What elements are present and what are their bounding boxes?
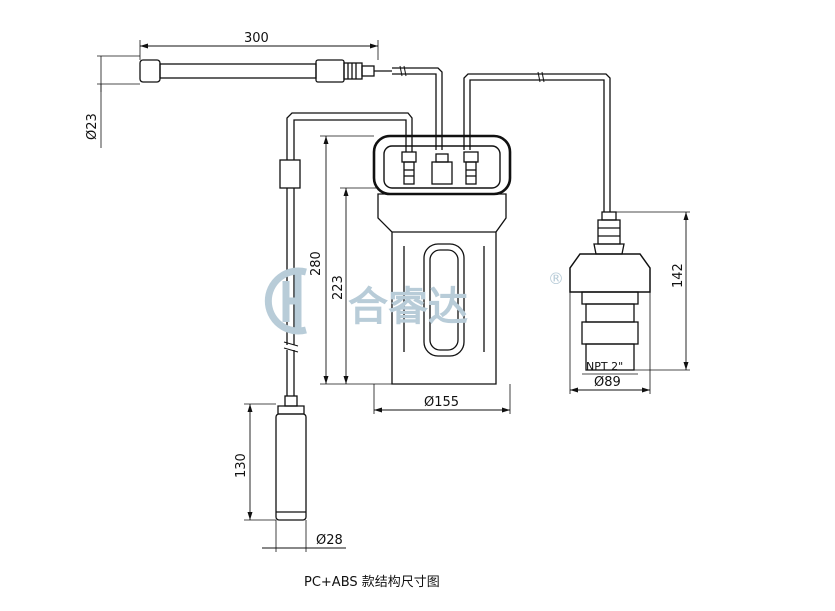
probe	[244, 395, 346, 552]
dim-sensor-diameter: Ø89	[594, 375, 621, 390]
ultrasonic-sensor	[569, 211, 690, 394]
sensor-cable	[463, 71, 611, 212]
dim-cable-length: 300	[244, 31, 269, 46]
dim-sensor-height: 142	[671, 263, 686, 288]
controller-housing	[320, 134, 512, 414]
top-cable	[97, 40, 443, 150]
dim-probe-diameter: Ø28	[316, 533, 343, 548]
dim-controller-height-total: 280	[309, 251, 324, 276]
logo-mark-icon	[264, 267, 307, 335]
watermark-text: 合睿达	[348, 284, 468, 330]
dim-cable-diameter: Ø23	[85, 113, 100, 140]
dim-controller-height-body: 223	[331, 275, 346, 300]
figure-caption: PC+ABS 款结构尺寸图	[304, 575, 440, 590]
dim-sensor-thread: NPT 2"	[586, 360, 623, 373]
dim-probe-height: 130	[234, 453, 249, 478]
dim-controller-diameter: Ø155	[424, 395, 459, 410]
registered-mark: ®	[548, 269, 564, 288]
watermark-logo: 合睿达 ®	[264, 267, 564, 335]
